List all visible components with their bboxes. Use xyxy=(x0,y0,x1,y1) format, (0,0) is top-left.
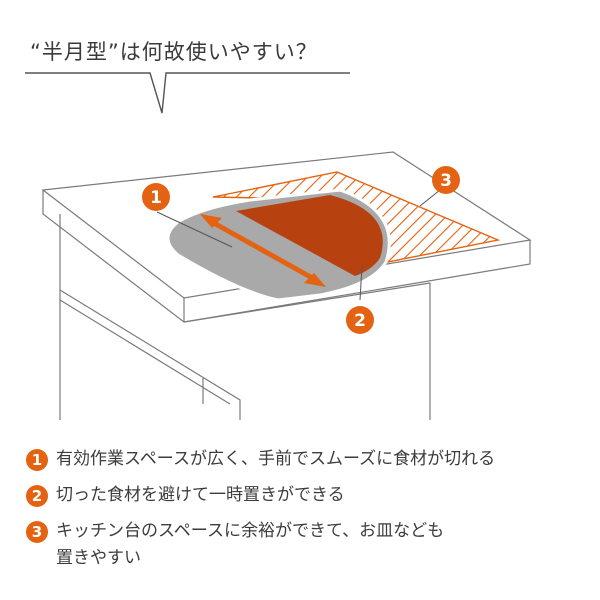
marker-3: 3 xyxy=(432,166,460,194)
number-badge: 3 xyxy=(26,521,48,543)
legend-text: キッチン台のスペースに余裕ができて、お皿なども 置きやすい xyxy=(56,521,445,568)
legend-item-3: 3 キッチン台のスペースに余裕ができて、お皿なども 置きやすい xyxy=(26,520,576,572)
svg-text:3: 3 xyxy=(440,171,452,191)
number-badge: 2 xyxy=(26,485,48,507)
legend-text: 切った食材を避けて一時置きができる xyxy=(56,485,345,505)
cutting-board xyxy=(166,188,391,302)
marker-2: 2 xyxy=(346,306,374,334)
speech-bubble xyxy=(25,72,350,114)
page-title: “半月型”は何故使いやすい？ xyxy=(30,40,318,64)
marker-1: 1 xyxy=(142,183,170,211)
legend-item-2: 2 切った食材を避けて一時置きができる xyxy=(26,484,576,509)
number-badge: 1 xyxy=(26,449,48,471)
svg-text:1: 1 xyxy=(150,188,162,208)
cutting-board-illustration: 1 2 3 xyxy=(25,72,532,420)
svg-text:2: 2 xyxy=(354,311,366,331)
leader-lines xyxy=(156,189,441,301)
legend-text: 有効作業スペースが広く、手前でスムーズに食材が切れる xyxy=(56,449,496,469)
legend-item-1: 1 有効作業スペースが広く、手前でスムーズに食材が切れる xyxy=(26,448,576,473)
